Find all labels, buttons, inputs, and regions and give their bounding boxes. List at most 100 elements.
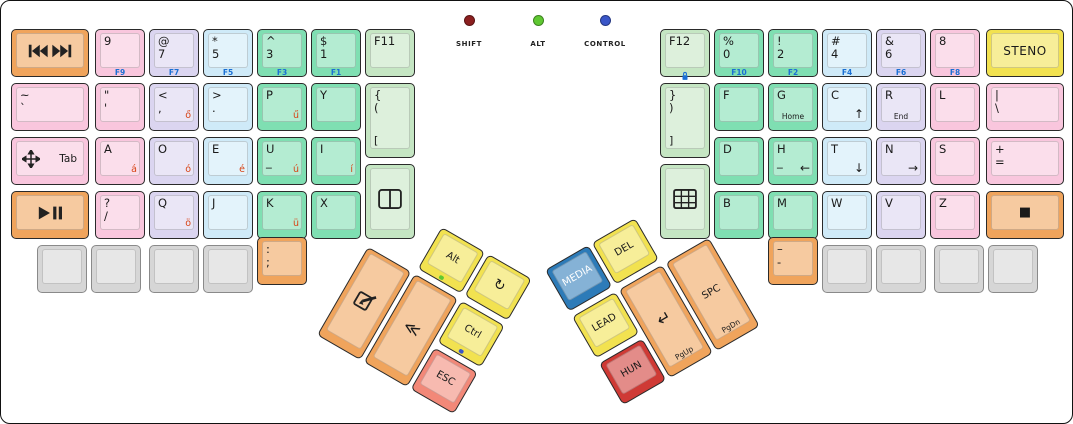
- key-d[interactable]: D: [714, 137, 764, 185]
- key-b[interactable]: B: [714, 191, 764, 239]
- key-blank-5[interactable]: [822, 245, 872, 293]
- keycap-face: [881, 249, 921, 284]
- key-f11[interactable]: F11: [365, 29, 415, 77]
- key-steno[interactable]: STENO: [986, 29, 1064, 77]
- key-label: 0: [723, 47, 731, 61]
- key-plus-equals[interactable]: +=: [986, 137, 1064, 185]
- key-label: X: [320, 196, 328, 210]
- key-label: ↓: [853, 161, 864, 175]
- keycap-face: [827, 249, 867, 284]
- key-y[interactable]: Y: [311, 83, 361, 131]
- key-label: D: [723, 142, 732, 156]
- key-label: A: [104, 142, 112, 156]
- key-tab-move[interactable]: Tab: [11, 137, 89, 185]
- key-c[interactable]: C↑: [822, 83, 872, 131]
- keycap-face: STENO: [991, 33, 1059, 68]
- key-w[interactable]: W: [822, 191, 872, 239]
- key-pipe-backslash[interactable]: |\: [986, 83, 1064, 131]
- keycap-face: >.: [208, 87, 248, 122]
- key-blank-1[interactable]: [37, 245, 87, 293]
- keycap-face: })]: [665, 87, 705, 149]
- key-colon-semicolon[interactable]: :;: [257, 237, 307, 285]
- compose-icon: [327, 254, 403, 348]
- lock-icon: [681, 66, 690, 80]
- key-t[interactable]: T↓: [822, 137, 872, 185]
- key-stop[interactable]: ■: [986, 191, 1064, 239]
- key-blank-7[interactable]: [934, 245, 984, 293]
- key-j[interactable]: J: [203, 191, 253, 239]
- key-split-view[interactable]: [365, 164, 415, 239]
- key-label: _: [777, 155, 783, 169]
- keycap-face: [665, 168, 705, 230]
- key-h[interactable]: H_←: [768, 137, 818, 185]
- key-question-slash[interactable]: ?/: [95, 191, 145, 239]
- key-period[interactable]: >.: [203, 83, 253, 131]
- key-brace-paren-bracket-open[interactable]: {([: [365, 83, 415, 158]
- key-comma[interactable]: <,ő: [149, 83, 199, 131]
- front-legend: F5: [222, 67, 234, 77]
- key-f12[interactable]: F12: [660, 29, 710, 80]
- key-label: >: [212, 88, 222, 102]
- key-label: P: [266, 88, 273, 102]
- front-legend: F1: [330, 67, 342, 77]
- keycap-face: Alt: [426, 232, 479, 284]
- key-label: 9: [104, 34, 112, 48]
- hun-accent-letter: ö: [185, 217, 191, 229]
- key-v[interactable]: V: [876, 191, 926, 239]
- key-blank-2[interactable]: [91, 245, 141, 293]
- key-z[interactable]: Z: [930, 191, 980, 239]
- key-label: _: [266, 155, 272, 169]
- key-dash[interactable]: –-: [768, 237, 818, 285]
- key-play-pause[interactable]: [11, 191, 89, 239]
- hun-accent-letter: í: [350, 163, 353, 175]
- keycap-face: V: [881, 195, 921, 230]
- key-media-prev-next[interactable]: [11, 29, 89, 77]
- key-s[interactable]: S: [930, 137, 980, 185]
- key-u[interactable]: U_ú: [257, 137, 307, 185]
- key-quote[interactable]: "': [95, 83, 145, 131]
- keycap-face: 9: [100, 33, 140, 68]
- key-l[interactable]: L: [930, 83, 980, 131]
- key-label: C: [831, 88, 840, 102]
- key-table-view[interactable]: [660, 164, 710, 239]
- key-blank-4[interactable]: [203, 245, 253, 293]
- key-blank-8[interactable]: [988, 245, 1038, 293]
- key-label: R: [885, 88, 893, 102]
- hun-accent-letter: á: [131, 163, 137, 175]
- key-x[interactable]: X: [311, 191, 361, 239]
- key-compose[interactable]: [317, 246, 412, 361]
- key-label: Ctrl: [462, 322, 484, 341]
- key-blank-3[interactable]: [149, 245, 199, 293]
- key-tilde-grave[interactable]: ~`: [11, 83, 89, 131]
- keycap-face: [939, 249, 979, 284]
- key-f[interactable]: F: [714, 83, 764, 131]
- key-label: 8: [939, 34, 947, 48]
- key-blank-6[interactable]: [876, 245, 926, 293]
- key-n[interactable]: N→: [876, 137, 926, 185]
- key-brace-paren-bracket-close[interactable]: })]: [660, 83, 710, 158]
- hun-accent-letter: ő: [185, 109, 191, 121]
- key-label: J: [212, 196, 216, 210]
- key-m[interactable]: M: [768, 191, 818, 239]
- keycap-face: HUN: [605, 344, 658, 395]
